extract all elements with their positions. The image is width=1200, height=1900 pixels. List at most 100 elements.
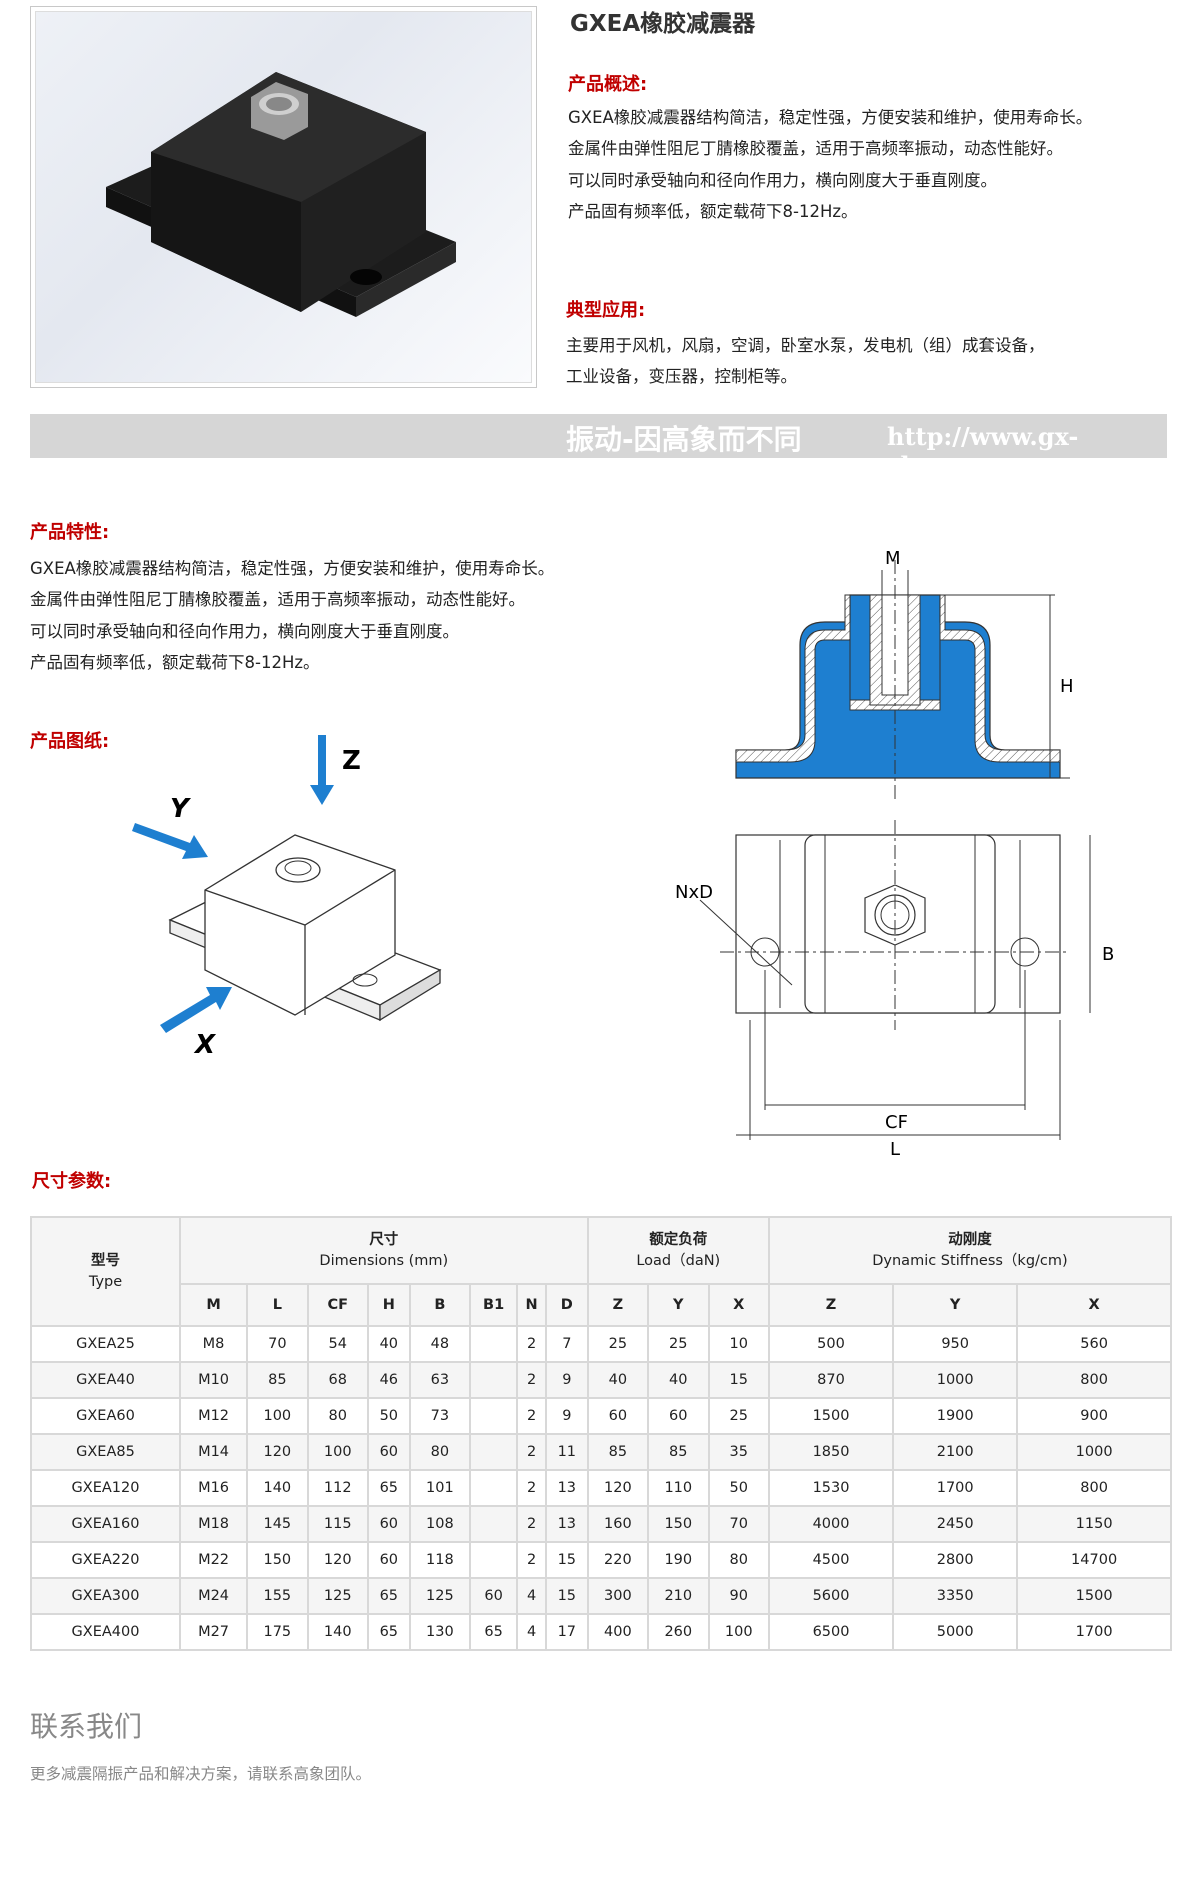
column-header: B1 xyxy=(469,1283,519,1327)
value-cell: 950 xyxy=(892,1325,1019,1363)
value-cell: 15 xyxy=(544,1541,589,1579)
column-header: Y xyxy=(647,1283,710,1327)
value-cell: M10 xyxy=(178,1361,249,1399)
features-heading: 产品特性: xyxy=(30,522,110,543)
value-cell: 10 xyxy=(707,1325,770,1363)
value-cell: 65 xyxy=(366,1469,411,1507)
value-cell xyxy=(469,1325,519,1363)
value-cell: 25 xyxy=(707,1397,770,1435)
value-cell: 500 xyxy=(767,1325,895,1363)
value-cell: 46 xyxy=(366,1361,411,1399)
application-line: 工业设备，变压器，控制柜等。 xyxy=(566,367,797,386)
value-cell: 118 xyxy=(408,1541,472,1579)
value-cell: 13 xyxy=(544,1469,589,1507)
value-cell: 65 xyxy=(366,1577,411,1615)
value-cell: 130 xyxy=(408,1613,472,1651)
value-cell: 800 xyxy=(1016,1361,1172,1399)
value-cell: M16 xyxy=(178,1469,249,1507)
value-cell: 1700 xyxy=(1016,1613,1172,1651)
value-cell: 40 xyxy=(366,1325,411,1363)
value-cell: 80 xyxy=(408,1433,472,1471)
params-heading: 尺寸参数: xyxy=(32,1171,112,1192)
value-cell: 85 xyxy=(586,1433,650,1471)
value-cell: 100 xyxy=(707,1613,770,1651)
value-cell: 48 xyxy=(408,1325,472,1363)
value-cell: 190 xyxy=(647,1541,710,1579)
dim-b-label: B xyxy=(1102,944,1114,965)
column-header: Z xyxy=(586,1283,650,1327)
value-cell: 85 xyxy=(246,1361,309,1399)
value-cell: 60 xyxy=(366,1541,411,1579)
value-cell: 50 xyxy=(707,1469,770,1507)
value-cell: 1850 xyxy=(767,1433,895,1471)
model-cell: GXEA300 xyxy=(30,1577,181,1615)
value-cell: 108 xyxy=(408,1505,472,1543)
value-cell: 54 xyxy=(306,1325,369,1363)
value-cell: M22 xyxy=(178,1541,249,1579)
value-cell: 100 xyxy=(306,1433,369,1471)
value-cell: 1700 xyxy=(892,1469,1019,1507)
value-cell: 900 xyxy=(1016,1397,1172,1435)
value-cell: 400 xyxy=(586,1613,650,1651)
value-cell: 100 xyxy=(246,1397,309,1435)
value-cell: 65 xyxy=(469,1613,519,1651)
overview-line: 可以同时承受轴向和径向作用力，横向刚度大于垂直刚度。 xyxy=(568,171,997,190)
value-cell: 145 xyxy=(246,1505,309,1543)
overview-line: 金属件由弹性阻尼丁腈橡胶覆盖，适用于高频率振动，动态性能好。 xyxy=(568,139,1063,158)
value-cell: 4 xyxy=(516,1613,547,1651)
value-cell: 17 xyxy=(544,1613,589,1651)
value-cell: 60 xyxy=(366,1505,411,1543)
value-cell: 120 xyxy=(246,1433,309,1471)
value-cell: 70 xyxy=(707,1505,770,1543)
value-cell: 25 xyxy=(586,1325,650,1363)
value-cell xyxy=(469,1505,519,1543)
value-cell: 300 xyxy=(586,1577,650,1615)
value-cell: 2 xyxy=(516,1541,547,1579)
value-cell: 65 xyxy=(366,1613,411,1651)
rubber-mount-render xyxy=(106,72,456,317)
axis-x-label: X xyxy=(193,1030,217,1060)
value-cell: 560 xyxy=(1016,1325,1172,1363)
value-cell: 2 xyxy=(516,1325,547,1363)
column-header: Z xyxy=(767,1283,895,1327)
banner-slogan: 振动-因高象而不同 xyxy=(566,423,802,456)
column-header: X xyxy=(707,1283,770,1327)
z-arrow-icon xyxy=(310,735,334,805)
value-cell: 2450 xyxy=(892,1505,1019,1543)
value-cell: 7 xyxy=(544,1325,589,1363)
value-cell: 160 xyxy=(586,1505,650,1543)
value-cell: 110 xyxy=(647,1469,710,1507)
value-cell: 13 xyxy=(544,1505,589,1543)
value-cell: 63 xyxy=(408,1361,472,1399)
column-header: H xyxy=(366,1283,411,1327)
feature-line: GXEA橡胶减震器结构简洁，稳定性强，方便安装和维护，使用寿命长。 xyxy=(30,559,555,578)
value-cell: 2100 xyxy=(892,1433,1019,1471)
value-cell: 85 xyxy=(647,1433,710,1471)
page-title: GXEA橡胶减震器 xyxy=(570,11,756,37)
value-cell: 60 xyxy=(647,1397,710,1435)
value-cell: M14 xyxy=(178,1433,249,1471)
column-header: X xyxy=(1016,1283,1172,1327)
slogan-banner: 振动-因高象而不同 http://www.gx-sh.com xyxy=(30,414,1167,480)
value-cell: 15 xyxy=(707,1361,770,1399)
value-cell: 35 xyxy=(707,1433,770,1471)
value-cell: 140 xyxy=(246,1469,309,1507)
value-cell: 260 xyxy=(647,1613,710,1651)
value-cell: 80 xyxy=(306,1397,369,1435)
value-cell xyxy=(469,1433,519,1471)
application-line: 主要用于风机，风扇，空调，卧室水泵，发电机（组）成套设备， xyxy=(566,336,1045,355)
column-header: B xyxy=(408,1283,472,1327)
axis-z-label: Z xyxy=(342,746,361,776)
value-cell: M12 xyxy=(178,1397,249,1435)
value-cell: 40 xyxy=(586,1361,650,1399)
value-cell: 14700 xyxy=(1016,1541,1172,1579)
banner-url[interactable]: http://www.gx-sh.com xyxy=(887,422,1079,480)
value-cell xyxy=(469,1541,519,1579)
overview-line: GXEA橡胶减震器结构简洁，稳定性强，方便安装和维护，使用寿命长。 xyxy=(568,108,1093,127)
